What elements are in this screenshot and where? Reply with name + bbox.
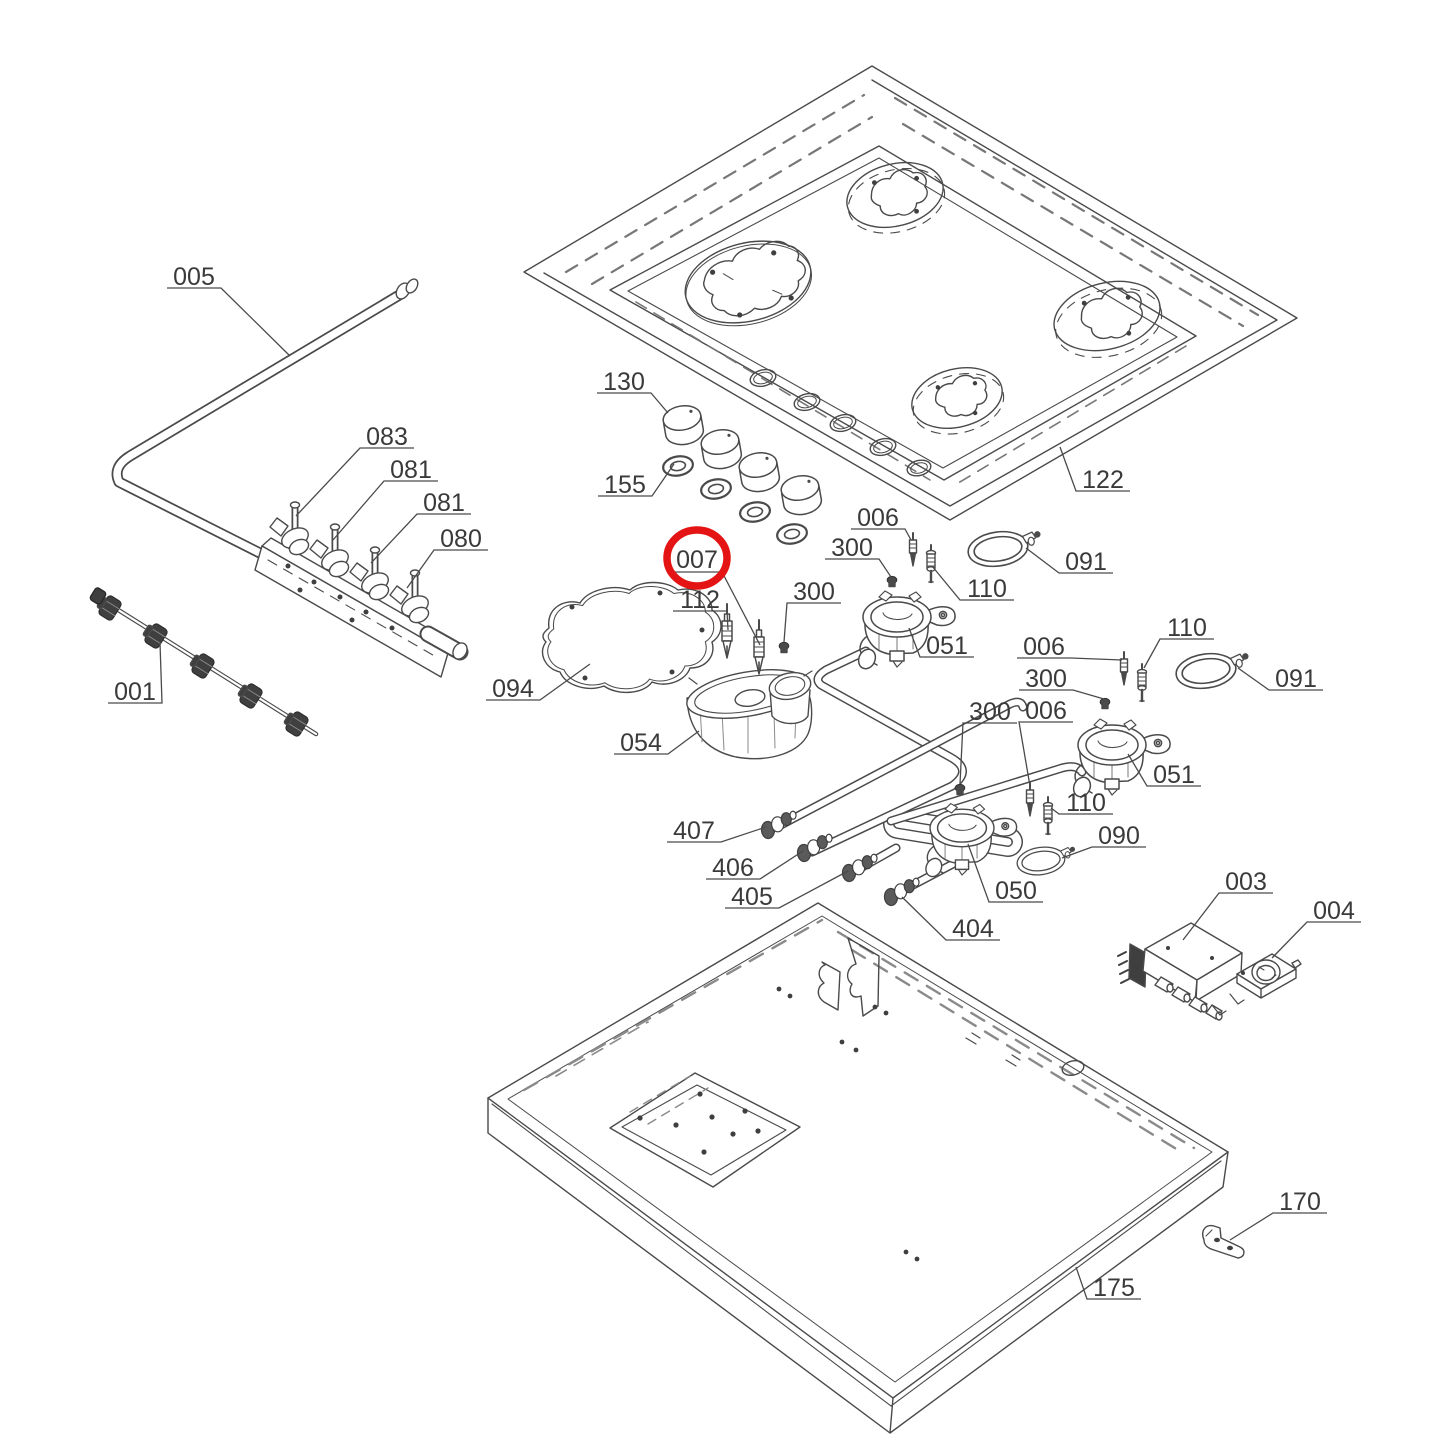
burner-cutout-right [1053, 280, 1163, 358]
burner-gasket [541, 581, 722, 693]
svg-text:006: 006 [857, 504, 899, 532]
pan-mounting-plate [609, 1072, 801, 1188]
svg-text:004: 004 [1313, 897, 1355, 925]
part-label-050: 050 [967, 843, 1043, 905]
svg-text:007: 007 [676, 546, 718, 574]
svg-text:091: 091 [1275, 665, 1317, 693]
cooktop-top-panel [523, 65, 1298, 521]
main-burner-body [686, 669, 813, 760]
part-label-083: 083 [295, 423, 414, 517]
svg-text:110: 110 [1167, 614, 1207, 642]
svg-text:001: 001 [114, 678, 156, 706]
part-label-122: 122 [1059, 446, 1130, 494]
svg-text:080: 080 [440, 525, 482, 553]
part-label-300: 300 [1019, 665, 1105, 700]
ignition-module [1117, 922, 1245, 1021]
part-label-006: 006 [851, 504, 912, 541]
part-label-004: 004 [1271, 897, 1361, 959]
ring-clamp-091-left [965, 525, 1045, 571]
part-label-007: 007 [674, 546, 761, 646]
svg-text:083: 083 [366, 423, 408, 451]
svg-text:405: 405 [731, 883, 773, 911]
part-label-300: 300 [783, 578, 841, 643]
svg-text:050: 050 [995, 877, 1037, 905]
highlight-circle-007 [663, 526, 731, 590]
part-label-091: 091 [1025, 547, 1113, 576]
burner-cutout-bottom [911, 367, 1005, 435]
part-label-404: 404 [901, 896, 1000, 943]
burner-cutout-top [846, 161, 946, 234]
svg-text:051: 051 [926, 632, 968, 660]
part-label-300: 300 [959, 698, 1017, 785]
svg-text:407: 407 [673, 817, 715, 845]
ring-clamp-090 [1014, 841, 1079, 879]
svg-text:122: 122 [1082, 466, 1124, 494]
svg-text:081: 081 [423, 489, 465, 517]
part-label-407: 407 [667, 817, 767, 845]
part-label-081: 081 [370, 489, 471, 564]
part-label-080: 080 [406, 525, 488, 589]
svg-text:006: 006 [1025, 697, 1067, 725]
part-label-110: 110 [1143, 614, 1214, 669]
mains-connector [1236, 953, 1302, 999]
part-label-081: 081 [332, 456, 438, 541]
svg-text:130: 130 [603, 368, 645, 396]
svg-text:054: 054 [620, 729, 662, 757]
svg-text:091: 091 [1065, 548, 1107, 576]
part-label-005: 005 [167, 263, 291, 357]
part-label-110: 110 [931, 565, 1014, 603]
part-label-405: 405 [725, 870, 849, 911]
part-label-091: 091 [1237, 665, 1323, 693]
svg-text:051: 051 [1153, 761, 1195, 789]
svg-text:005: 005 [173, 263, 215, 291]
svg-text:406: 406 [712, 854, 754, 882]
part-label-110: 110 [1050, 789, 1113, 817]
part-label-300: 300 [825, 534, 892, 578]
burner-cutout-large [684, 240, 813, 327]
part-label-054: 054 [614, 729, 700, 757]
part-label-003: 003 [1182, 868, 1273, 941]
part-label-094: 094 [486, 663, 591, 703]
svg-text:003: 003 [1225, 868, 1267, 896]
svg-text:300: 300 [1025, 665, 1067, 693]
part-label-051: 051 [1127, 753, 1201, 789]
svg-text:300: 300 [793, 578, 835, 606]
svg-text:006: 006 [1023, 633, 1065, 661]
svg-text:170: 170 [1279, 1188, 1321, 1216]
part-label-175: 175 [1075, 1266, 1141, 1302]
svg-text:110: 110 [967, 575, 1007, 603]
svg-text:112: 112 [680, 586, 720, 614]
part-label-006: 006 [1017, 633, 1123, 661]
svg-text:094: 094 [492, 675, 534, 703]
bottom-pan [487, 902, 1229, 1434]
svg-text:175: 175 [1093, 1274, 1135, 1302]
gas-inlet-tube [111, 278, 462, 658]
gas-manifold-assembly [254, 502, 469, 678]
part-label-051: 051 [908, 627, 974, 660]
knob-holes [749, 368, 932, 477]
part-label-170: 170 [1229, 1188, 1327, 1241]
part-label-090: 090 [1061, 822, 1146, 859]
part-label-155: 155 [598, 463, 675, 499]
svg-text:090: 090 [1098, 822, 1140, 850]
svg-text:300: 300 [831, 534, 873, 562]
part-label-406: 406 [706, 850, 804, 882]
mounting-bracket [1202, 1224, 1245, 1259]
svg-text:300: 300 [969, 698, 1011, 726]
svg-text:110: 110 [1066, 789, 1106, 817]
svg-text:404: 404 [952, 915, 994, 943]
svg-text:081: 081 [390, 456, 432, 484]
part-label-001: 001 [108, 642, 163, 706]
part-label-006: 006 [1018, 697, 1073, 787]
part-label-112: 112 [673, 586, 729, 631]
svg-text:155: 155 [604, 471, 646, 499]
ignition-harness [89, 587, 319, 739]
part-label-130: 130 [597, 368, 669, 414]
pan-bracket-cutout [817, 937, 880, 1017]
